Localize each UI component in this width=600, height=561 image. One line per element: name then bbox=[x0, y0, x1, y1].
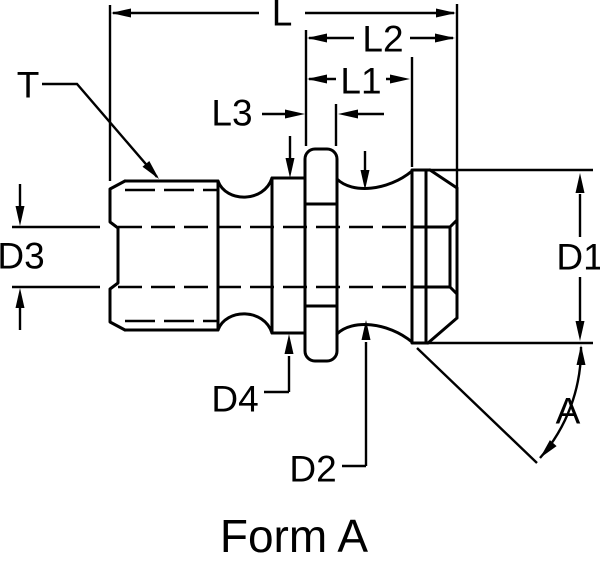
neck-flange-to-head bbox=[335, 169, 414, 344]
dim-D4-arrow-top bbox=[285, 158, 295, 178]
dimensions bbox=[12, 4, 593, 468]
flange-outline bbox=[303, 147, 339, 363]
label-L3: L3 bbox=[211, 93, 252, 134]
dim-D4-leader bbox=[264, 356, 291, 394]
dim-L-arrow-left bbox=[111, 8, 131, 18]
dim-D3-arrow-bottom bbox=[15, 288, 25, 308]
dim-D4-arrow-bottom bbox=[284, 334, 294, 354]
dim-L-arrow-right bbox=[436, 8, 456, 18]
label-D1: D1 bbox=[556, 237, 600, 278]
thread-root-hidden-lines bbox=[125, 188, 218, 323]
dimension-A bbox=[416, 345, 586, 464]
head-outline bbox=[410, 168, 459, 345]
dim-L3-arrow-right bbox=[338, 109, 358, 119]
label-T: T bbox=[17, 65, 40, 106]
dim-D3-arrow-top bbox=[15, 206, 25, 226]
dimension-D1 bbox=[427, 168, 593, 345]
dimension-L1 bbox=[307, 57, 414, 167]
neck-thread-to-collar bbox=[216, 176, 274, 335]
label-A: A bbox=[556, 391, 581, 432]
dimension-T bbox=[42, 82, 159, 179]
dim-L3-arrow-left bbox=[285, 109, 305, 119]
dimension-L2 bbox=[304, 30, 455, 146]
dim-D2-arrow-top bbox=[360, 170, 370, 190]
flange-rim-tangents bbox=[303, 202, 339, 308]
label-L: L bbox=[272, 0, 293, 34]
dim-D1-extension-lines bbox=[427, 168, 593, 345]
label-L2: L2 bbox=[362, 19, 403, 60]
dimension-L bbox=[108, 4, 459, 188]
dimension-D2 bbox=[342, 151, 371, 468]
dimension-D4 bbox=[264, 136, 295, 394]
dim-L1-arrow-right bbox=[390, 74, 410, 84]
dim-L-extension-lines bbox=[108, 4, 459, 188]
drawing-caption: Form A bbox=[220, 510, 369, 561]
thread-end-face bbox=[108, 179, 127, 332]
angle-reference-line bbox=[416, 347, 538, 464]
head-front-face bbox=[410, 218, 459, 296]
label-L1: L1 bbox=[340, 61, 381, 102]
hidden-lines bbox=[118, 188, 412, 323]
dim-D1-arrow-bottom bbox=[575, 321, 585, 341]
dim-L2-arrow-left bbox=[307, 33, 327, 43]
part-outline bbox=[108, 147, 459, 363]
dimension-D3 bbox=[12, 184, 100, 330]
dim-D3-extension-lines bbox=[12, 225, 100, 289]
angle-arrow-top bbox=[576, 345, 586, 365]
dimension-L3 bbox=[262, 104, 384, 146]
dim-T-arrow bbox=[142, 161, 159, 179]
collar-outline bbox=[270, 176, 307, 335]
thread-body-outline bbox=[123, 179, 220, 332]
label-D2: D2 bbox=[289, 449, 336, 490]
angle-arrow-bottom bbox=[540, 440, 557, 458]
dim-D2-leader bbox=[342, 342, 368, 468]
dim-T-leader bbox=[42, 82, 158, 178]
coolant-bore-hidden-lines bbox=[118, 225, 412, 289]
dim-D2-arrow-bottom bbox=[361, 320, 371, 340]
dim-D1-arrow-top bbox=[575, 173, 585, 193]
dim-L2-arrow-right bbox=[435, 33, 455, 43]
label-D3: D3 bbox=[0, 236, 45, 277]
dim-L1-arrow-left bbox=[307, 74, 327, 84]
label-D4: D4 bbox=[211, 379, 258, 420]
